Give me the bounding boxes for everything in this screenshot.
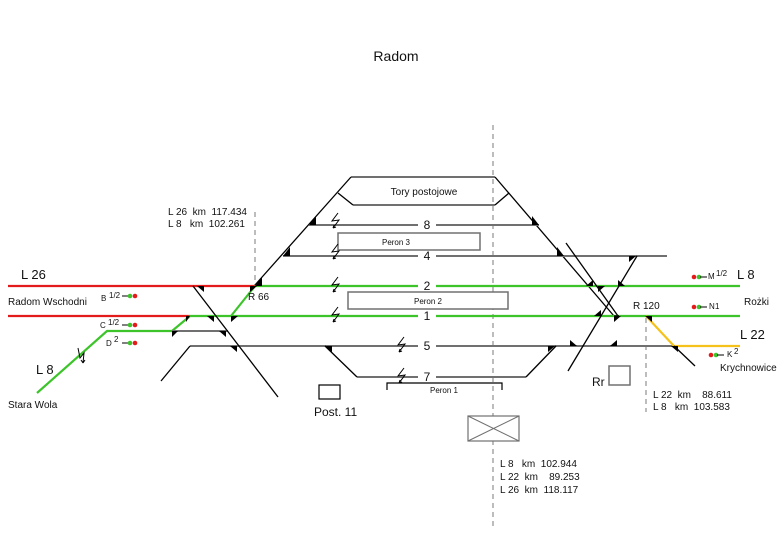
platform-3 [337,232,481,251]
signal-green-lamp [127,340,133,346]
signal-b-sup: 1/2 [109,291,121,300]
catenary-icon [330,212,341,229]
platform-1-label: Peron 1 [430,386,459,395]
track-number-2: 2 [424,279,431,293]
signal-d-letter: D [106,339,112,348]
left-upper-diagonal [254,176,352,286]
signal-d-sup: 2 [114,335,119,344]
siding-tory-postojowe [337,176,510,206]
platform-3-label: Peron 3 [382,238,411,247]
track-number-1: 1 [424,309,431,323]
station-km-line2: L 22 km 89.253 [500,472,580,483]
platform-2-label: Peron 2 [414,297,443,306]
signal-red-lamp [132,293,138,299]
track-number-5: 5 [424,339,431,353]
line-label-l26: L 26 [21,267,46,282]
catenary-icons [77,212,407,384]
signal-m: M 1/2 [691,269,728,281]
station-krychnowice: Krychnowice [720,363,777,374]
signal-red-lamp [132,340,138,346]
right-crossing-diagonal-b [565,242,619,317]
catenary-icon [330,306,341,323]
junction-r66: R 66 [248,292,270,303]
km-left-line2: L 8 km 102.261 [168,219,245,230]
catenary-icon [396,336,407,353]
km-left-line1: L 26 km 117.434 [168,207,247,218]
signal-k: K 2 [708,347,739,359]
catenary-icon [330,276,341,293]
track-number-7: 7 [424,370,431,384]
signal-c-letter: C [100,321,106,330]
signal-red-lamp [132,322,138,328]
signal-k-sup: 2 [734,347,739,356]
signal-red-lamp [691,274,697,280]
signal-c-sup: 1/2 [108,318,120,327]
station-stara-wola: Stara Wola [8,400,58,411]
switch-markers [172,216,678,352]
station-km-line1: L 8 km 102.944 [500,459,577,470]
right-crossing-diagonal-a [567,255,638,372]
km-right-line1: L 22 km 88.611 [653,390,732,401]
track-number-4: 4 [424,249,431,263]
station-building [467,415,520,442]
signal-green-lamp [127,293,133,299]
signal-b-letter: B [101,294,106,303]
left-crossing-diagonal [192,285,279,398]
station-rozki: Rożki [744,297,769,308]
signal-green-lamp [127,322,133,328]
rr-label: Rr [592,375,605,389]
signal-n: N 1 [691,302,720,311]
catenary-icon [77,347,86,364]
station-title: Radom [373,48,418,64]
siding-label: Tory postojowe [391,187,458,198]
signal-green-lamp [696,304,702,310]
signal-b: B 1/2 [101,291,138,303]
platform-2 [347,291,509,310]
track-7-left-diagonal [324,345,358,378]
signal-d: D 2 [106,335,138,348]
signal-red-lamp [691,304,697,310]
signal-n-letter: N [709,302,715,311]
line-l22-branch [645,315,740,348]
signal-red-lamp [708,352,714,358]
track-5-left-spur [160,345,191,382]
signal-green-lamp [713,352,719,358]
line-label-l8-right: L 8 [737,267,755,282]
catenary-icon [396,367,407,384]
line-label-l8-left: L 8 [36,362,54,377]
catenary-icon [330,243,341,260]
rr-building [608,365,631,386]
station-km-line3: L 26 km 118.117 [500,485,579,496]
station-radom-wschodni: Radom Wschodni [8,297,87,308]
line-label-l22: L 22 [740,327,765,342]
junction-r120: R 120 [633,301,660,312]
post-11-building [318,384,341,400]
post-11-label: Post. 11 [314,405,357,419]
signal-c: C 1/2 [100,318,138,330]
signal-m-letter: M [708,272,715,281]
signal-green-lamp [696,274,702,280]
track-number-8: 8 [424,218,431,232]
signal-k-letter: K [727,350,733,359]
km-right-line2: L 8 km 103.583 [653,402,730,413]
right-upper-diagonal [494,176,615,317]
platform-1 [386,382,503,390]
track-7-right-diagonal [525,345,557,378]
signal-n-sup: 1 [715,302,720,311]
line-l8-branch [36,315,191,394]
signal-m-sup: 1/2 [716,269,728,278]
